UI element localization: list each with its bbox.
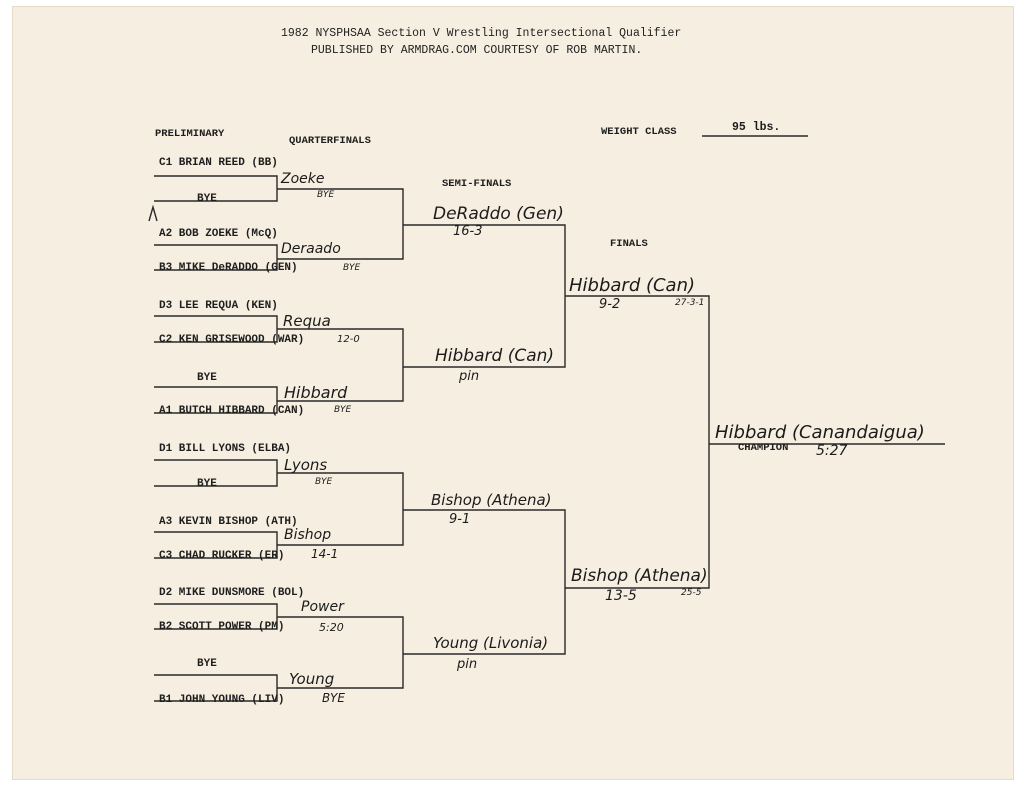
sf-3-note: 9-1	[449, 512, 471, 527]
entry-16: B1 JOHN YOUNG (LIV)	[159, 694, 285, 706]
qf-7-name: Power	[301, 599, 344, 615]
qf-3-note: 12-0	[337, 334, 360, 345]
entry-1: C1 BRIAN REED (BB)	[159, 157, 278, 169]
qf-6-name: Bishop	[284, 527, 332, 543]
sf-2-name: Hibbard (Can)	[435, 346, 555, 366]
entry-15-bye: BYE	[197, 658, 217, 670]
entry-12: C3 CHAD RUCKER (ER)	[159, 550, 285, 562]
sf-3-name: Bishop (Athena)	[431, 491, 552, 509]
entry-4: B3 MIKE DeRADDO (GEN)	[159, 262, 298, 274]
entry-8: A1 BUTCH HIBBARD (CAN)	[159, 405, 305, 417]
sf-1-name: DeRaddo (Gen)	[433, 204, 564, 224]
entry-3: A2 BOB ZOEKE (McQ)	[159, 228, 278, 240]
entry-7-bye: BYE	[197, 372, 217, 384]
final-2-record: 25-5	[681, 588, 702, 598]
sf-4-note: pin	[457, 657, 478, 672]
entry-14: B2 SCOTT POWER (PM)	[159, 621, 285, 633]
credit-line: PUBLISHED BY ARMDRAG.COM COURTESY OF ROB…	[311, 44, 643, 57]
entry-13: D2 MIKE DUNSMORE (BOL)	[159, 587, 305, 599]
sf-4-name: Young (Livonia)	[433, 634, 549, 652]
final-1-name: Hibbard (Can)	[569, 275, 696, 296]
qf-1-name: Zoeke	[281, 171, 325, 187]
final-2-note: 13-5	[605, 588, 637, 604]
sf-2-note: pin	[459, 369, 480, 384]
semifinals-label: SEMI-FINALS	[442, 178, 512, 190]
entry-10-bye: BYE	[197, 478, 217, 490]
entry-6: C2 KEN GRISEWOOD (WAR)	[159, 334, 305, 346]
sf-1-note: 16-3	[453, 224, 483, 239]
qf-4-note: BYE	[334, 405, 352, 415]
entry-2-bye: BYE	[197, 193, 217, 205]
preliminary-label: PRELIMINARY	[155, 128, 225, 140]
entry-5: D3 LEE REQUA (KEN)	[159, 300, 278, 312]
final-1-note: 9-2	[599, 297, 621, 312]
final-2-name: Bishop (Athena)	[571, 566, 708, 586]
qf-2-note: BYE	[343, 263, 361, 273]
champion-label: CHAMPION	[738, 442, 789, 454]
finals-label: FINALS	[610, 238, 648, 250]
qf-5-name: Lyons	[284, 456, 328, 474]
bracket-lines	[148, 135, 945, 702]
qf-3-name: Requa	[283, 312, 331, 330]
qf-7-note: 5:20	[319, 621, 344, 634]
qf-5-note: BYE	[315, 477, 333, 487]
weight-class-label: WEIGHT CLASS	[601, 126, 677, 138]
champion-name: Hibbard (Canandaigua)	[715, 422, 925, 443]
qf-1-note: BYE	[317, 190, 335, 200]
qf-2-name: Deraado	[281, 241, 341, 257]
sheet-title: 1982 NYSPHSAA Section V Wrestling Inters…	[281, 27, 682, 40]
entry-9: D1 BILL LYONS (ELBA)	[159, 443, 292, 455]
qf-4-name: Hibbard	[284, 383, 348, 402]
quarterfinals-label: QUARTERFINALS	[289, 135, 371, 147]
champion-time: 5:27	[816, 443, 848, 459]
bracket-sheet: 1982 NYSPHSAA Section V Wrestling Inters…	[12, 6, 1014, 780]
entry-11: A3 KEVIN BISHOP (ATH)	[159, 516, 298, 528]
final-1-record: 27-3-1	[675, 298, 705, 308]
qf-8-note: BYE	[322, 691, 345, 705]
qf-8-name: Young	[289, 670, 335, 688]
qf-6-note: 14-1	[311, 547, 339, 561]
weight-class-value: 95 lbs.	[732, 121, 781, 134]
